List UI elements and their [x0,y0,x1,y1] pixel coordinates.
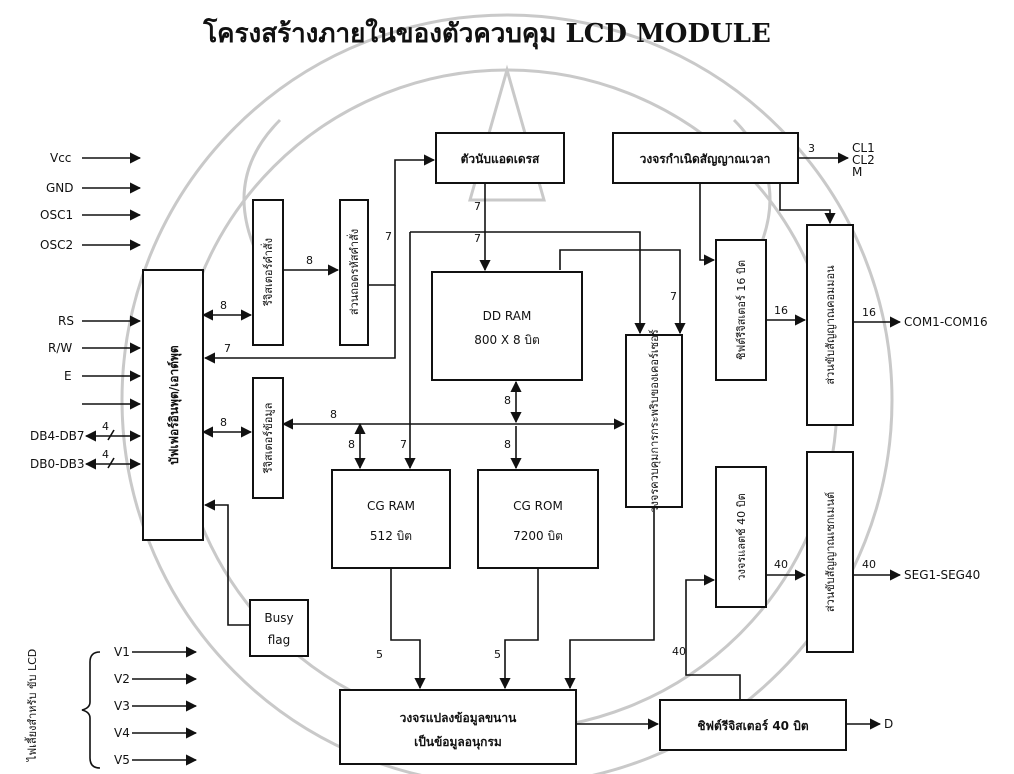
ddram-block [431,271,583,381]
svg-text:8: 8 [330,408,337,421]
ddram-size: 800 X 8 บิต [474,333,540,347]
cgram-block [331,469,451,569]
timing-generator-label: วงจรกำเนิดสัญญาณเวลา [640,152,771,166]
svg-text:8: 8 [504,394,511,407]
segment-driver-label: ส่วนขับสัญญาณเซกเมนต์ [824,492,837,612]
pin-vcc-label: Vcc [50,151,71,165]
lcd-v3-label: V3 [114,699,130,713]
svg-text:4: 4 [102,420,109,433]
parallel-to-serial-label: วงจรแปลงข้อมูลขนาน [400,711,517,726]
ddram-title: DD RAM [483,309,532,323]
pin-rw-label: R/W [48,341,72,355]
pin-osc1-label: OSC1 [40,208,73,222]
svg-text:8: 8 [220,416,227,429]
busy-flag-block [249,599,309,657]
latch-40-block [715,466,767,608]
svg-text:7: 7 [474,200,481,213]
cgrom-title: CG ROM [513,499,563,513]
address-counter-block [435,132,565,184]
lcd-v2-label: V2 [114,672,130,686]
lcd-voltage-inputs: ไฟเลี้ยงสำหรับ ขับ LCD V1 V2 V3 V4 V5 [24,645,198,769]
segment-driver-block [806,451,854,653]
pin-osc2-label: OSC2 [40,238,73,252]
output-com: COM1-COM16 [904,315,988,329]
lcd-voltage-caption: ไฟเลี้ยงสำหรับ ขับ LCD [24,649,39,762]
address-counter-label: ตัวนับแอดเดรส [461,152,540,166]
lcd-v1-label: V1 [114,645,130,659]
parallel-to-serial-label-2: เป็นข้อมูลอนุกรม [414,734,502,750]
data-register-block [252,377,284,499]
svg-text:40: 40 [774,558,788,571]
svg-text:8: 8 [348,438,355,451]
svg-text:4: 4 [102,448,109,461]
latch-40-label: วงจรแลตช์ 40 บิต [735,493,748,580]
cgram-size: 512 บิต [370,529,412,543]
output-cl1: CL1 [852,141,875,155]
lcd-v5-label: V5 [114,753,130,767]
lcd-v4-label: V4 [114,726,130,740]
common-driver-label: ส่วนขับสัญญาณคอมมอน [824,265,837,385]
cgram-title: CG RAM [367,499,415,513]
cgrom-size: 7200 บิต [513,529,563,543]
instruction-decoder-block [339,199,369,346]
timing-generator-block [612,132,799,184]
io-buffer-block [142,269,204,541]
busy-flag-label-2: flag [268,633,291,647]
instruction-register-block [252,199,284,346]
input-pins: Vcc GND OSC1 OSC2 RS R/W E DB4-DB7 4 DB0… [30,151,142,471]
svg-text:8: 8 [504,438,511,451]
cursor-blink-control-block [625,334,683,508]
shift-register-16-label: ชิฟต์รีจิสเตอร์ 16 บิต [735,260,748,360]
svg-text:7: 7 [385,230,392,243]
svg-text:40: 40 [862,558,876,571]
svg-text:5: 5 [494,648,501,661]
busy-flag-label: Busy [264,611,293,625]
pin-db4-db7-label: DB4-DB7 [30,429,85,443]
cursor-blink-control-label: วงจรควบคุมการกระพริบของเคอร์เซอร์ [648,329,661,512]
pin-db0-db3-label: DB0-DB3 [30,457,85,471]
shift-register-40-label: ชิฟต์รีจิสเตอร์ 40 บิต [697,719,808,733]
common-driver-block [806,224,854,426]
svg-text:7: 7 [474,232,481,245]
instruction-register-label: รีจิสเตอร์คำสั่ง [260,238,275,307]
output-seg: SEG1-SEG40 [904,568,980,582]
pin-e-label: E [64,369,72,383]
shift-register-16-block [715,239,767,381]
pin-rs-label: RS [58,314,74,328]
output-m: M [852,165,862,179]
cgrom-block [477,469,599,569]
svg-text:16: 16 [862,306,876,319]
instruction-decoder-label: ส่วนถอดรหัสคำสั่ง [346,229,361,315]
output-cl2: CL2 [852,153,875,167]
svg-text:40: 40 [672,645,686,658]
svg-text:7: 7 [224,342,231,355]
svg-text:16: 16 [774,304,788,317]
svg-text:5: 5 [376,648,383,661]
data-register-label: รีจิสเตอร์ข้อมูล [262,403,275,475]
diagram-title: โครงสร้างภายในของตัวควบคุม LCD MODULE [202,17,771,50]
svg-text:8: 8 [306,254,313,267]
connections: 8 8 7 7 7 7 7 7 3 16 16 8 8 [201,142,902,730]
parallel-to-serial-block [339,689,577,765]
svg-text:3: 3 [808,142,815,155]
shift-register-40-block [659,699,847,751]
pin-gnd-label: GND [46,181,74,195]
svg-text:7: 7 [670,290,677,303]
io-buffer-label: บัฟเฟอร์อินพุต/เอาต์พุต [167,345,182,465]
svg-text:8: 8 [220,299,227,312]
output-d: D [884,717,893,731]
svg-text:7: 7 [400,438,407,451]
